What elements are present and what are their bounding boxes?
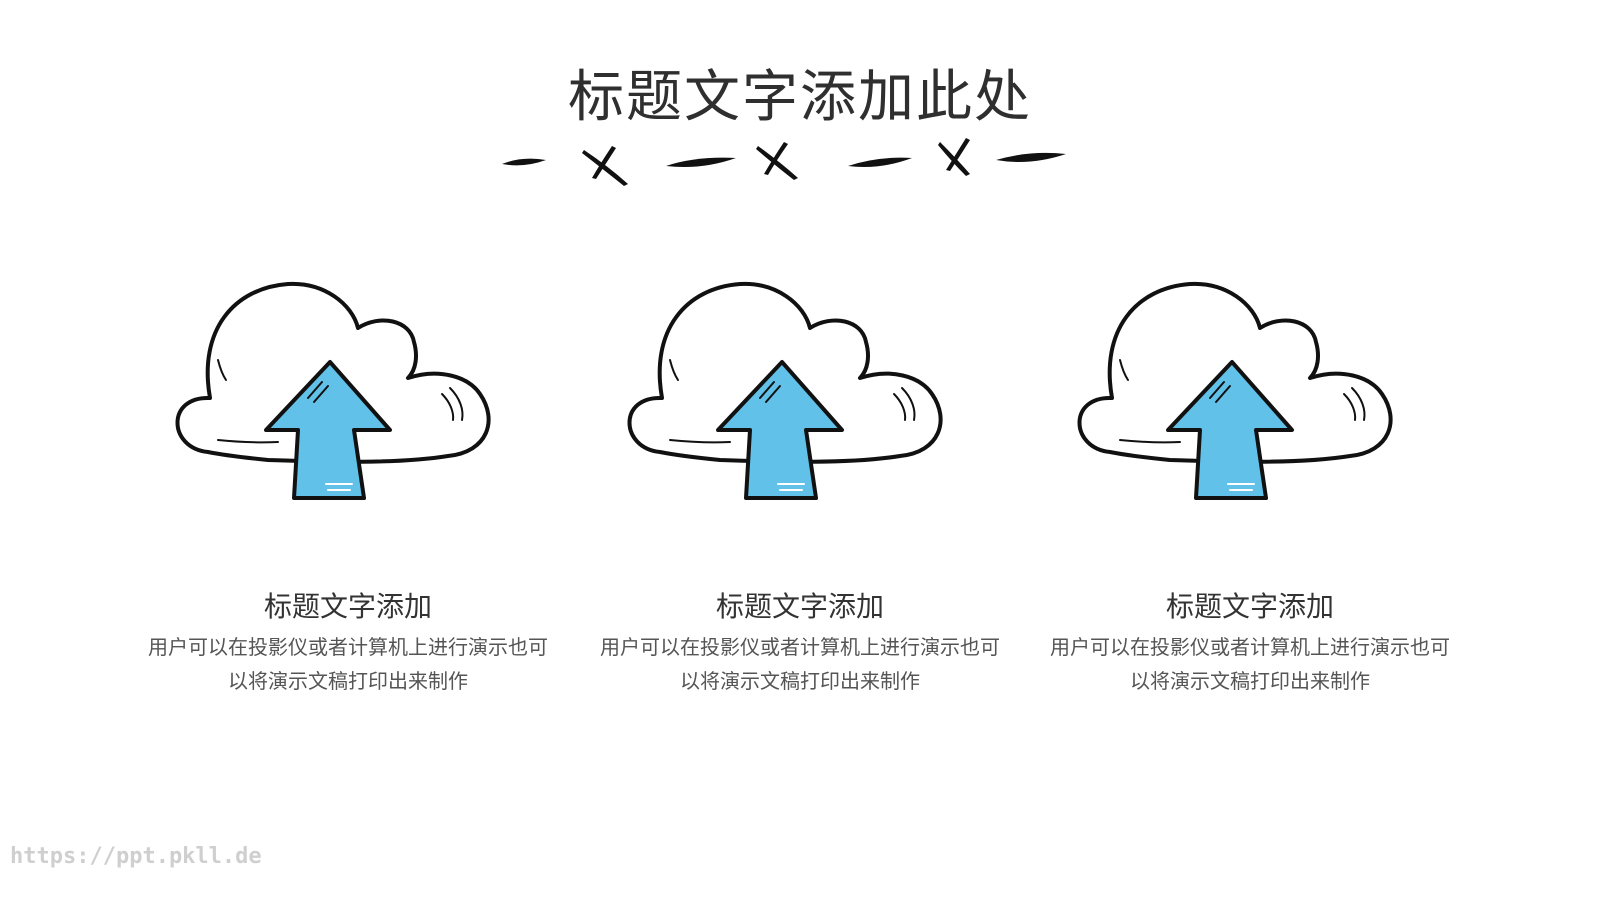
- watermark-url: https://ppt.pkll.de: [10, 844, 262, 869]
- decorative-divider: [502, 138, 1066, 186]
- card-3: 标题文字添加 用户可以在投影仪或者计算机上进行演示也可以将演示文稿打印出来制作: [1030, 270, 1470, 710]
- card-description: 用户可以在投影仪或者计算机上进行演示也可以将演示文稿打印出来制作: [1050, 635, 1450, 693]
- card-2: 标题文字添加 用户可以在投影仪或者计算机上进行演示也可以将演示文稿打印出来制作: [580, 270, 1020, 710]
- card-description: 用户可以在投影仪或者计算机上进行演示也可以将演示文稿打印出来制作: [600, 635, 1000, 693]
- slide-title: 标题文字添加此处: [568, 65, 1032, 130]
- card-description: 用户可以在投影仪或者计算机上进行演示也可以将演示文稿打印出来制作: [148, 635, 548, 693]
- card-title: 标题文字添加: [1165, 590, 1334, 623]
- card-title: 标题文字添加: [715, 590, 884, 623]
- card-title: 标题文字添加: [263, 590, 432, 623]
- card-1: 标题文字添加 用户可以在投影仪或者计算机上进行演示也可以将演示文稿打印出来制作: [128, 270, 568, 710]
- cloud-upload-icon: [627, 281, 943, 500]
- cloud-upload-icon: [1077, 281, 1393, 500]
- cloud-upload-icon: [175, 281, 491, 500]
